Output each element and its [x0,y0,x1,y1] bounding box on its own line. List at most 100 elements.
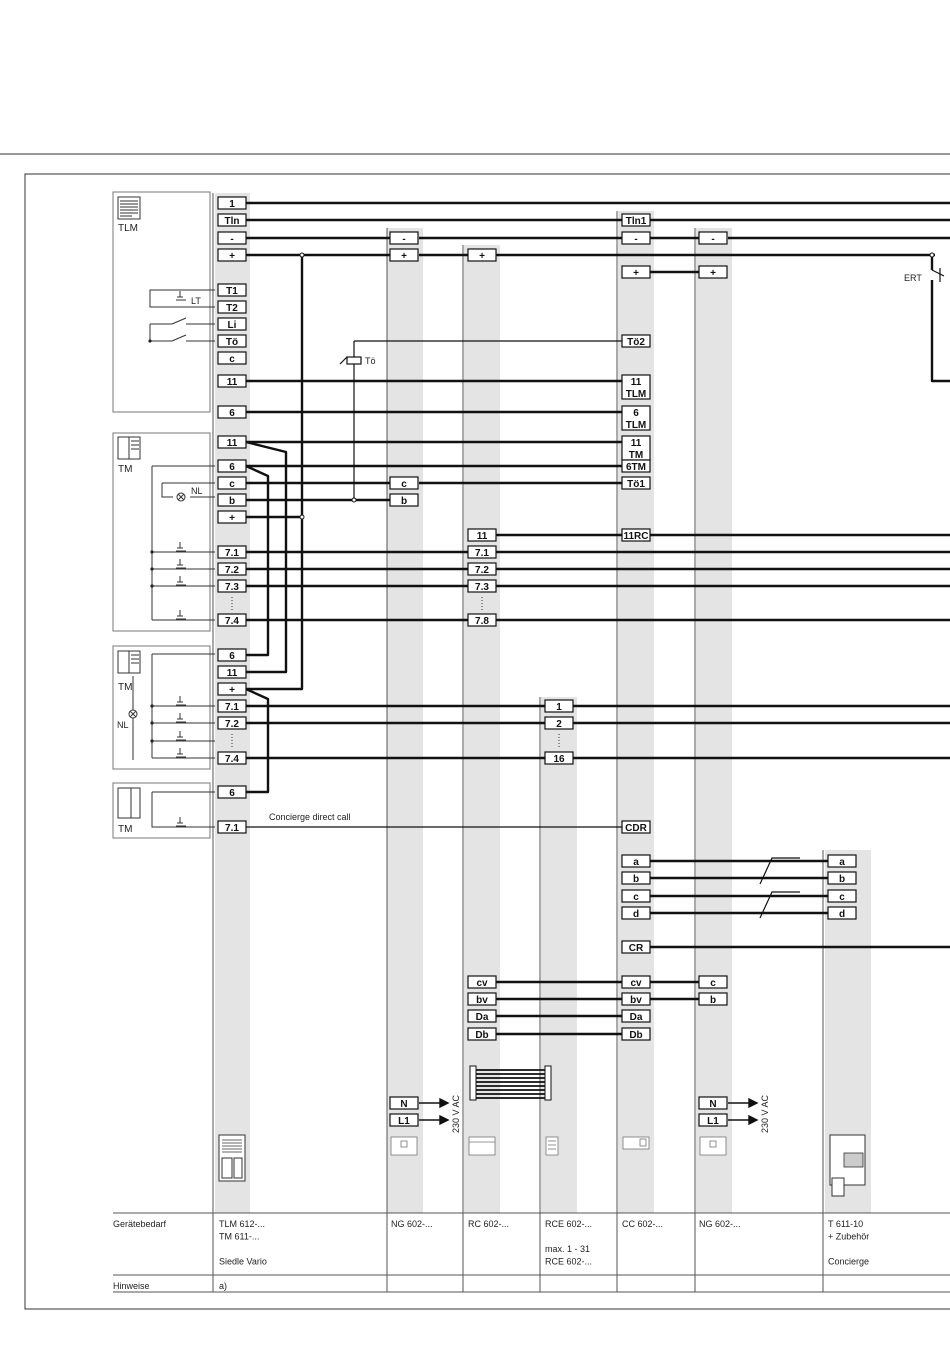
terminal-box [621,459,651,473]
terminal-ng2-0: - [698,231,728,245]
terminal-main_tlm-6: 6 [217,405,247,419]
terminal-cc-2: + [621,265,651,279]
terminal-main_tm2-1: 11 [217,665,247,679]
terminal-box [389,476,419,490]
terminal-label: + [229,251,235,262]
terminal-label: CR [629,943,644,954]
terminal-main_tlm-2: Li [217,317,247,331]
terminal-label: - [634,234,637,245]
terminal-box [217,579,247,593]
terminal-box [827,871,857,885]
terminal-label: c [229,354,235,365]
terminal-main_tlm-3: Tö [217,334,247,348]
terminal-label: d [839,909,845,920]
terminal-main_top-3: + [217,248,247,262]
ribbon-cable [469,1065,552,1101]
terminal-box [621,871,651,885]
terminal-label: 11RC [623,531,648,542]
terminal-label: CDR [625,823,647,834]
relay-label: Tö [365,356,376,366]
terminal-main_tm1-7: 7.3 [217,579,247,593]
terminal-label: + [229,685,235,696]
terminal-box [217,716,247,730]
power-supply-icon [699,1136,727,1156]
terminal-box [467,975,497,989]
terminal-ng1-1: + [389,248,419,262]
terminal-label: + [633,268,639,279]
terminal-cc-13: c [621,889,651,903]
terminal-label: bv [630,995,642,1006]
ert-label: ERT [904,273,922,283]
terminal-box [621,854,651,868]
terminal-cc-9: 11RC [621,528,651,542]
terminal-main_tm2-2: + [217,682,247,696]
terminal-cc-19: Db [621,1027,651,1041]
terminal-box [827,906,857,920]
terminal-label: 11 [227,668,238,679]
terminal-label: Tö1 [627,479,645,490]
terminal-label: Tö2 [627,337,645,348]
terminal-label: TLM [626,420,647,431]
terminal-cc-15: CR [621,940,651,954]
terminal-label: 7.4 [225,616,239,627]
terminal-label: Li [228,320,237,331]
terminal-label: a [633,857,639,868]
relay-coil-icon [339,356,362,365]
device-boxes [112,191,211,839]
terminal-rce-0: 1 [544,699,574,713]
tlm-device-icon [117,196,141,220]
lamp-icon [128,676,138,760]
terminal-box [621,405,651,431]
terminal-concierge-3: d [827,906,857,920]
terminal-rc-9: Db [467,1027,497,1041]
tm-device-icon [117,787,141,819]
terminal-box [621,334,651,348]
table-row-label-notes: Hinweise [113,1281,150,1291]
terminal-label: TM [629,450,643,461]
terminal-label: Db [475,1030,488,1041]
table-cell-text: CC 602-... [622,1219,663,1229]
terminal-box [698,975,728,989]
terminal-label: b [839,874,845,885]
terminal-label: 6 [229,651,235,662]
terminal-label: c [401,479,407,490]
internal-contacts [149,289,215,828]
terminal-rc-3: 7.2 [467,562,497,576]
terminal-label: 6 [633,408,639,419]
terminal-box [217,562,247,576]
terminal-label: 7.1 [225,823,239,834]
tm-label: TM [118,824,132,835]
tlm-panel-icon [218,1134,246,1182]
terminal-box [544,699,574,713]
terminal-ng1-5: L1 [389,1113,419,1127]
requirements-table [113,1212,950,1293]
terminal-rc-1: 11 [467,528,497,542]
terminal-rc-2: 7.1 [467,545,497,559]
terminal-ng1-2: c [389,476,419,490]
terminal-label: Tln1 [626,216,647,227]
terminal-main_tm2-4: 7.2 [217,716,247,730]
table-cell-text: NG 602-... [699,1219,741,1229]
terminal-label: c [633,892,639,903]
terminal-rce-1: 2 [544,716,574,730]
terminal-box [621,435,651,461]
control-center-icon [622,1136,650,1150]
terminal-box [467,1009,497,1023]
terminal-label: 6 [229,408,235,419]
terminal-main_top-0: 1 [217,196,247,210]
terminal-label: 11 [227,377,238,388]
terminal-box [389,1096,419,1110]
terminal-box [217,374,247,388]
nl-label: NL [191,486,203,496]
mains-voltage-label: 230 V AC [760,1094,770,1133]
table-cell-text: RCE 602-... [545,1257,592,1267]
terminal-box [698,1113,728,1127]
terminal-box [217,493,247,507]
mains-voltage-label: 230 V AC [451,1094,461,1133]
terminal-label: 1 [229,199,235,210]
terminal-label: 6 [229,788,235,799]
terminal-label: + [479,251,485,262]
